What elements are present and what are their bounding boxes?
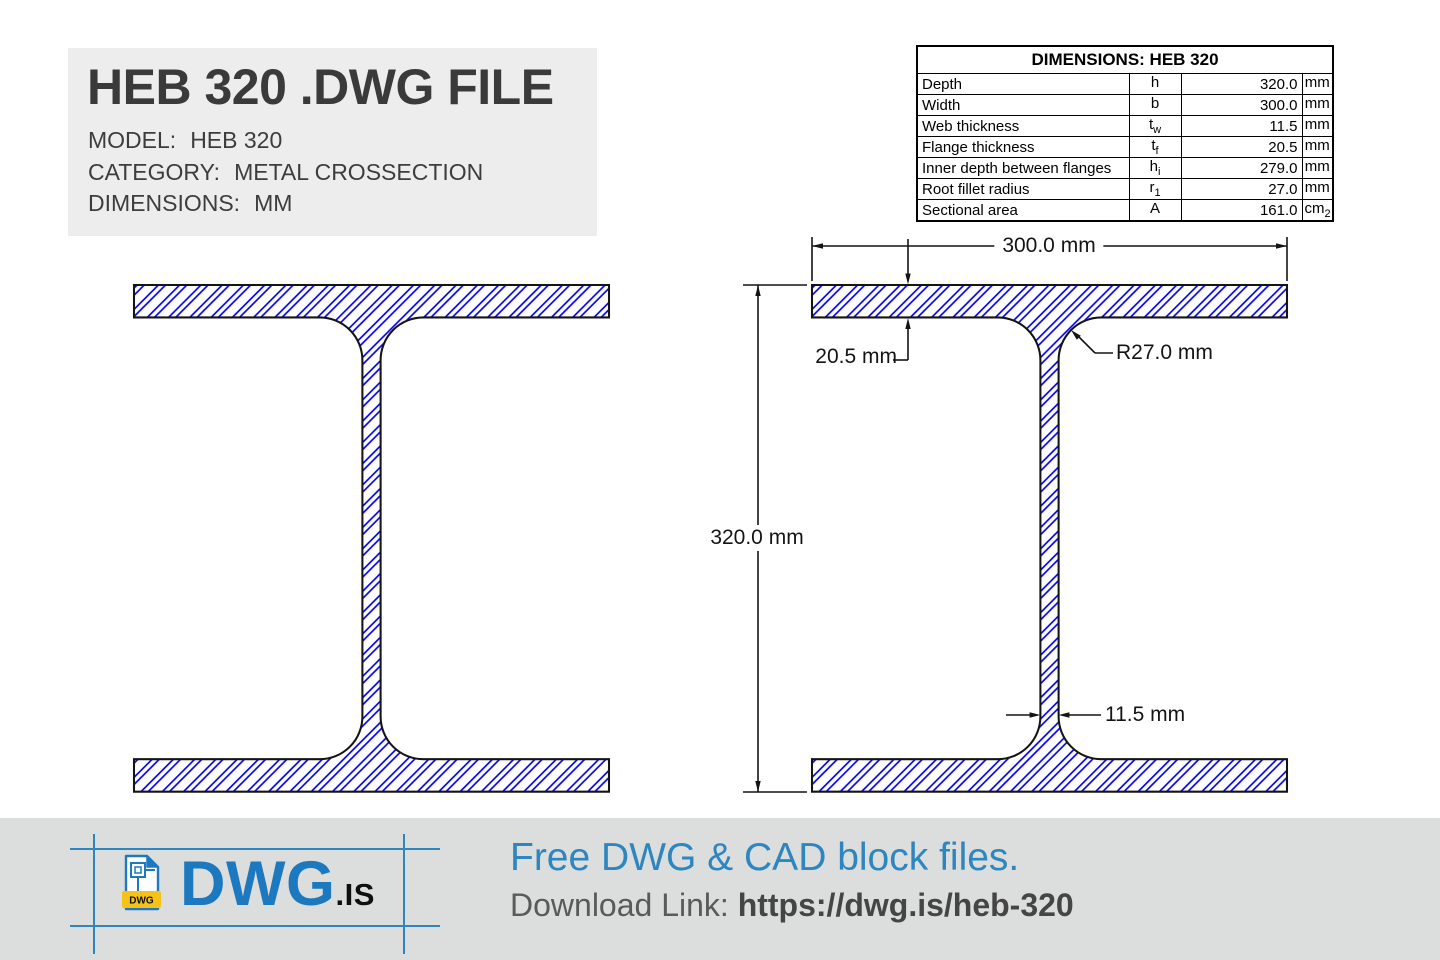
cell-value: 20.5 [1180,136,1303,158]
cell-property: Web thickness [916,115,1130,137]
footer-headline: Free DWG & CAD block files. [510,836,1020,879]
dwg-file-icon: DWG [122,854,161,911]
table-title: DIMENSIONS: HEB 320 [916,45,1334,74]
cell-unit: cm2 [1301,199,1334,222]
footer-tagline: Free DWG & CAD block files. Download Lin… [510,836,1074,924]
cell-value: 11.5 [1180,115,1303,137]
cell-symbol: b [1128,94,1182,116]
brand-logo: DWG.IS [180,848,375,920]
cell-unit: mm [1301,94,1334,116]
dimension-arrowheads [755,243,1287,792]
title-card: HEB 320 .DWG FILE MODEL: HEB 320 CATEGORY… [68,48,597,236]
i-beam-outline [132,283,611,793]
cell-unit: mm [1301,115,1334,137]
cell-unit: mm [1301,178,1334,200]
meta-dimensions-label: DIMENSIONS: [88,190,241,216]
dim-label-flange-thickness: 20.5 mm [815,345,897,368]
cell-property: Inner depth between flanges [916,157,1130,179]
download-label: Download Link: [510,887,738,923]
cell-unit: mm [1301,136,1334,158]
crosshair-line-left [93,834,95,954]
meta-category-label: CATEGORY: [88,158,221,185]
cell-value: 320.0 [1180,73,1303,95]
cell-value: 300.0 [1180,94,1303,116]
table-header-row: DIMENSIONS: HEB 320 [916,45,1334,74]
cell-value: 279.0 [1180,157,1303,179]
download-url: https://dwg.is/heb-320 [737,887,1074,923]
cell-symbol: h [1128,73,1182,95]
crosshair-line-right [403,834,405,954]
cell-symbol: A [1128,199,1182,222]
dim-label-web-thickness: 11.5 mm [1105,703,1186,726]
page-title: HEB 320 .DWG FILE [87,59,554,115]
crosshair-line-bottom [70,925,440,927]
crosshair-line-top [70,848,440,850]
dim-label-fillet-radius: R27.0 mm [1116,341,1213,364]
dim-label-width: 300.0 mm [994,234,1104,258]
footer: DWG DWG.IS Free DWG & CAD block files. D… [0,818,1440,960]
cell-value: 27.0 [1180,178,1303,200]
cell-symbol: tw [1128,115,1182,137]
dim-label-height: 320.0 mm [705,525,809,551]
meta-dimensions-value: MM [254,190,293,216]
cell-value: 161.0 [1180,199,1303,222]
meta-list: MODEL: HEB 320 CATEGORY: METAL CROSSECTION… [88,125,597,220]
meta-category-value: METAL CROSSECTION [234,158,484,185]
cell-unit: mm [1301,157,1334,179]
brand-tld: .IS [335,877,375,912]
cell-symbol: r1 [1128,178,1182,200]
download-line: Download Link: https://dwg.is/heb-320 [510,887,1074,924]
cell-unit: mm [1301,73,1334,95]
cell-property: Depth [916,73,1130,95]
meta-model-label: MODEL: [88,127,177,153]
cell-symbol: hi [1128,157,1182,179]
i-beam-outline [810,283,1289,793]
icon-dwg-label: DWG [129,896,154,907]
cell-property: Sectional area [916,199,1130,222]
cell-property: Root fillet radius [916,178,1130,200]
beam-cross-section-plain [132,283,611,793]
cell-symbol: tf [1128,136,1182,158]
meta-category: CATEGORY: METAL CROSSECTION [88,157,597,189]
beam-cross-section-dimensioned [743,237,1289,793]
cell-property: Width [916,94,1130,116]
meta-model-value: HEB 320 [190,127,283,153]
cell-property: Flange thickness [916,136,1130,158]
meta-model: MODEL: HEB 320 [88,125,597,157]
meta-dimensions: DIMENSIONS: MM [88,188,597,220]
brand-name: DWG [180,849,336,919]
